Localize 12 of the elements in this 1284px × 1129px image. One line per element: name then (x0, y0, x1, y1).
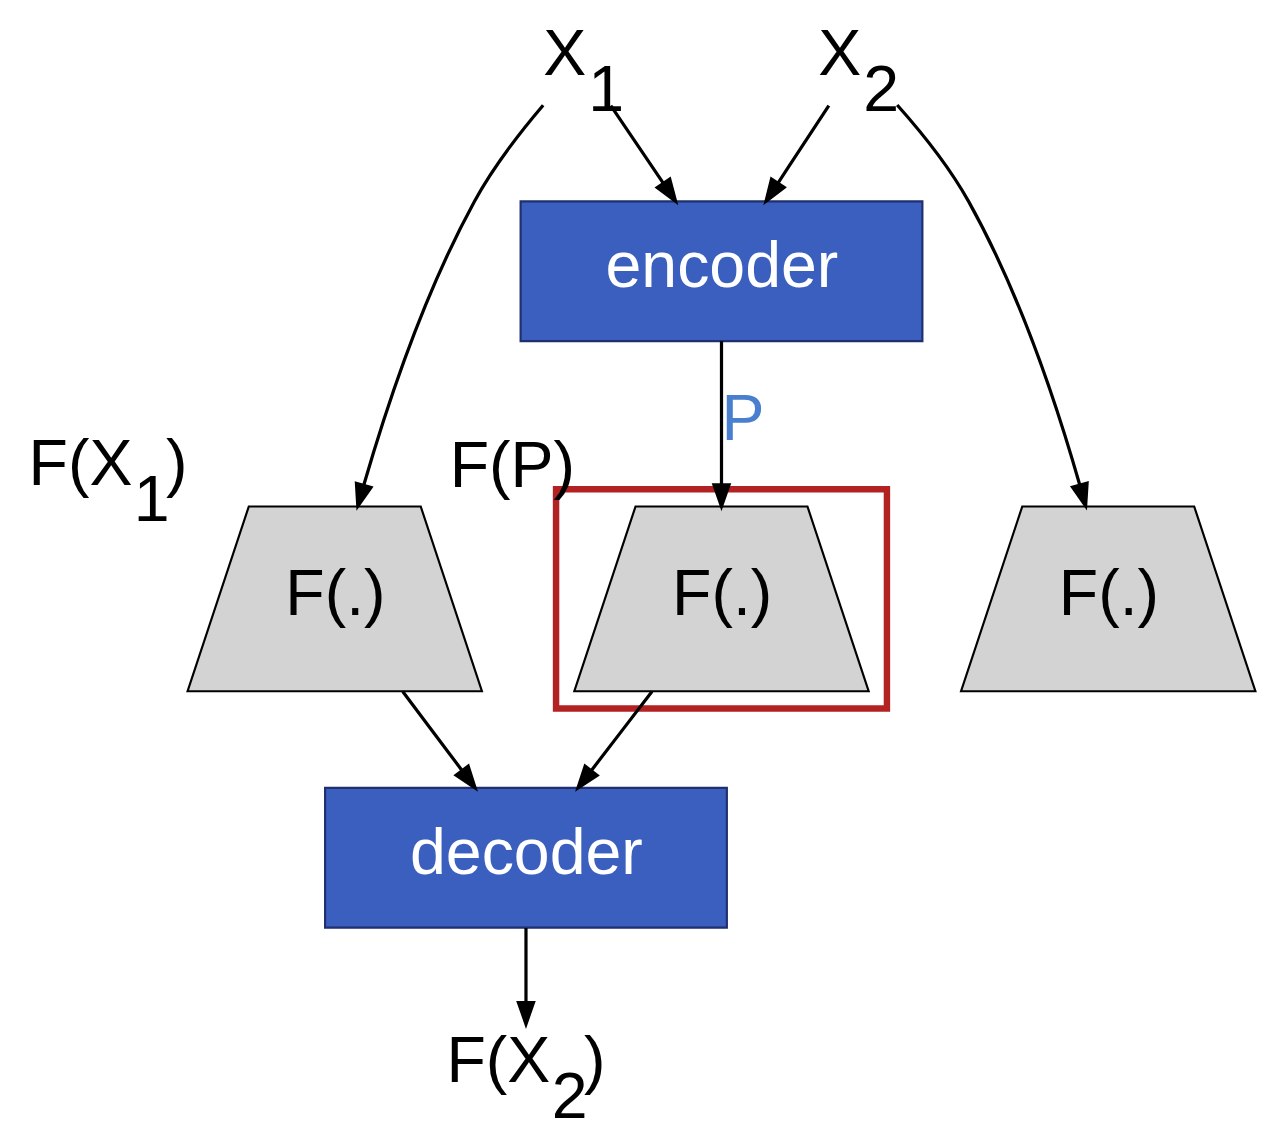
arrow (895, 103, 1089, 511)
arrow (763, 104, 831, 206)
edge-label: P (721, 381, 765, 454)
arrow (575, 690, 654, 792)
arrow (401, 690, 478, 792)
arrow (516, 928, 536, 1029)
arrow (711, 341, 732, 512)
node-box: encoder (519, 200, 924, 343)
node-label: F(P) (449, 429, 575, 502)
node-box: decoder (324, 786, 728, 929)
arrow (609, 104, 679, 206)
arrow (354, 104, 545, 511)
